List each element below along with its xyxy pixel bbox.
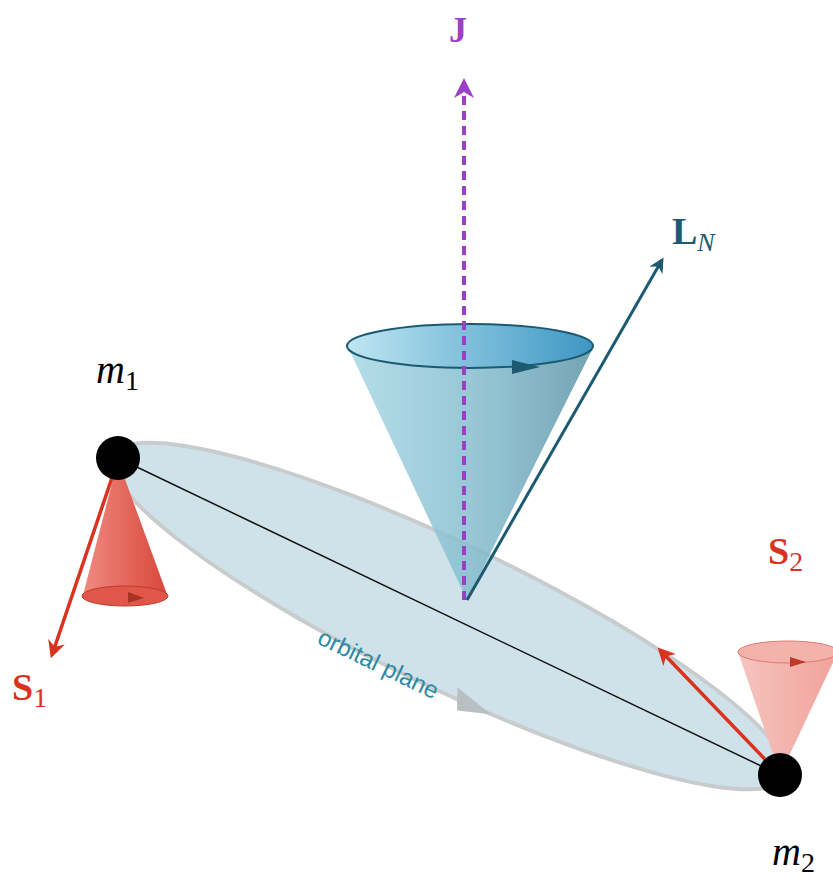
vector-label: LN [672,212,715,250]
spin2-cone-arrow [790,657,806,667]
mass1-dot [96,436,140,480]
orbital-cone [347,345,593,600]
spin1-arrow [52,460,118,655]
spin1-cone-rim [82,586,168,606]
cone-direction-arrow [512,360,540,374]
vector-label: J [449,12,467,48]
mass-label: m1 [96,350,139,390]
orbit-direction-arrow [454,687,494,715]
mass2-dot [758,753,802,797]
orbital-angular-momentum-arrow [467,260,662,600]
vector-label: S2 [768,532,803,570]
spin2-arrow [660,650,780,775]
total-angular-momentum-arrow [462,82,466,600]
spin2-cone-rim [738,641,833,663]
spin1-cone-arrow [128,592,144,603]
vector-label: S1 [12,668,47,706]
orbital-cone-rim [347,324,593,368]
mass-label: m2 [772,832,815,872]
